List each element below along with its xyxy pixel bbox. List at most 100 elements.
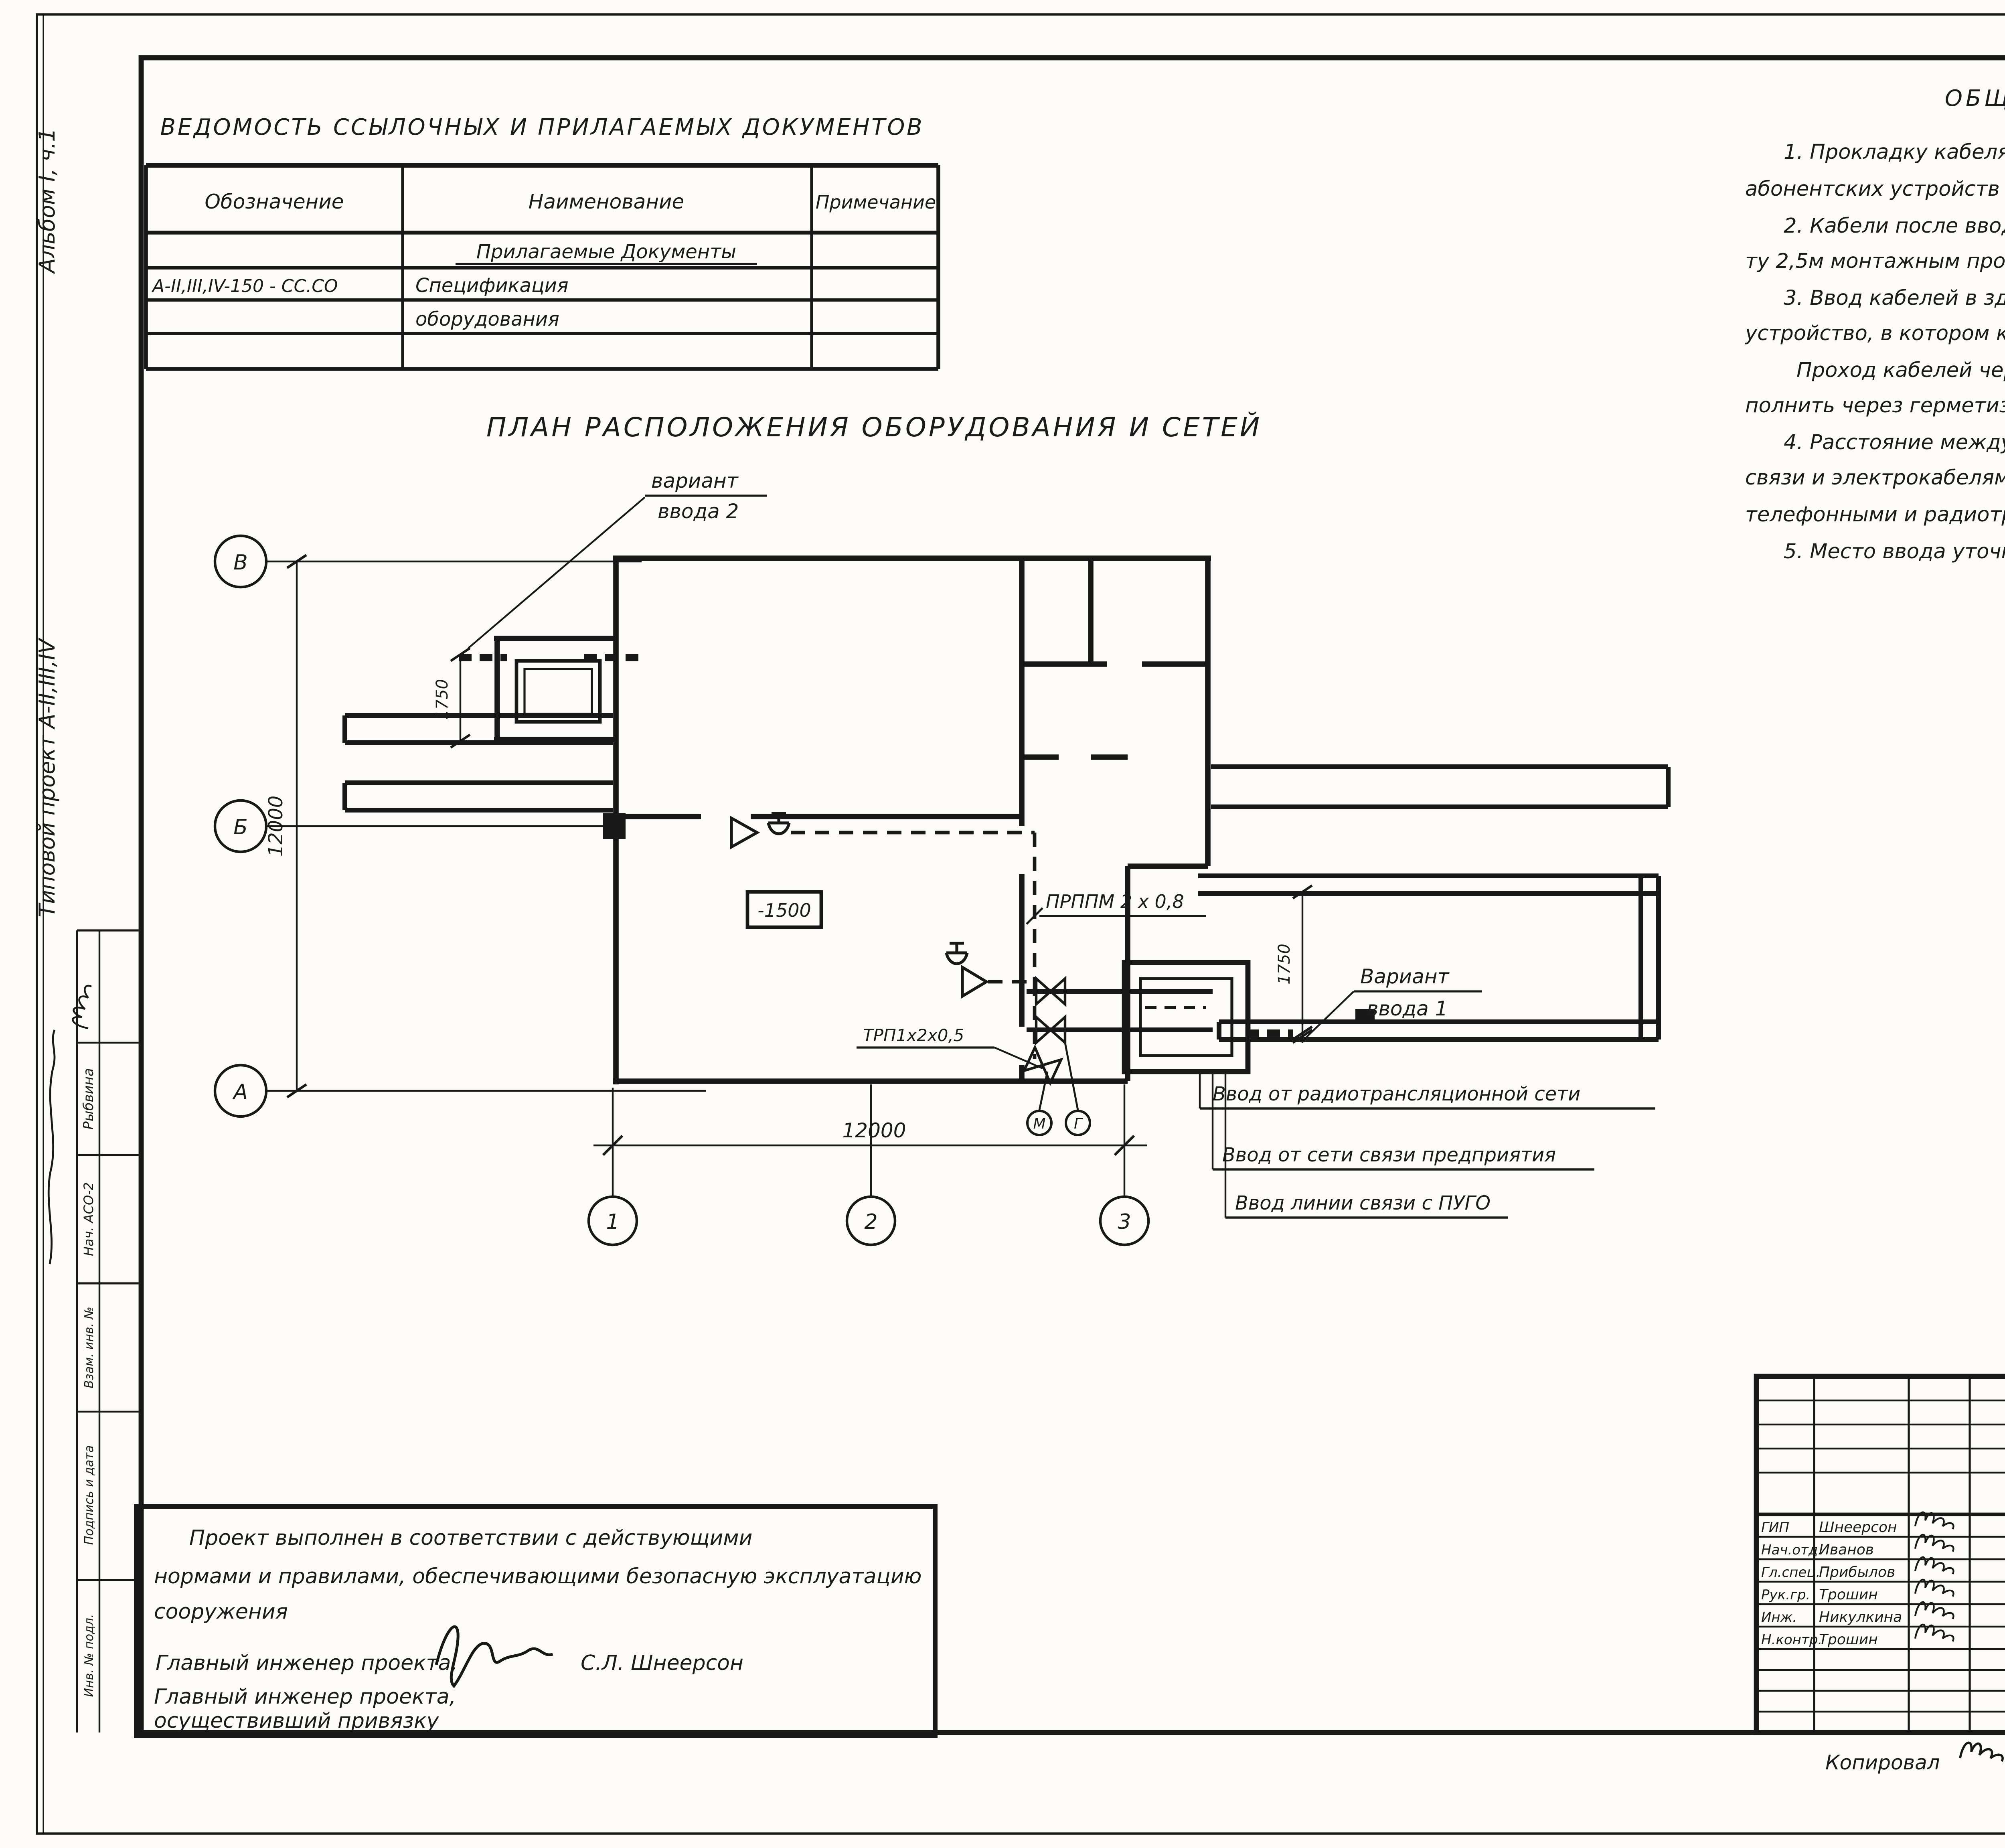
margin-handwritten-note (47, 1029, 56, 1264)
dim-12000-horizontal: 12000 (842, 1119, 906, 1142)
note-line-4: ту 2,5м монтажным профилем. (1745, 249, 2005, 273)
statement-sign2-role: Главный инженер проекта, (154, 1685, 456, 1709)
column-bubbles: 1 2 3 (587, 1195, 1150, 1246)
cable-entry-box (1122, 960, 1251, 1074)
signer-role-4: Инж. (1761, 1609, 1797, 1625)
signer-name-1: Иванов (1819, 1542, 1874, 1558)
title-block-grid (1756, 1376, 2005, 1732)
entry2-dimension: 1750 (433, 647, 471, 749)
note-line-10: связи и электрокабелями должно быть не м… (1745, 466, 2005, 490)
general-notes: ОБЩИЕ УКАЗАНИЯ 1. Прокладку кабеля от от… (1744, 85, 2005, 563)
note-line-1: 1. Прокладку кабеля от ответвительной ко… (1784, 140, 2005, 164)
axis-label-a: А (232, 1080, 248, 1104)
signer-role-1: Нач.отд. (1761, 1542, 1822, 1558)
ref-documents-table: ВЕДОМОСТЬ ССЫЛОЧНЫХ И ПРИЛАГАЕМЫХ ДОКУМЕ… (144, 114, 940, 371)
ref-col-note: Примечание (816, 191, 936, 213)
ref-col-designation: Обозначение (205, 190, 344, 213)
entry1-dimension: 1750 (1275, 884, 1313, 1044)
signer-name-0: Шнеерсон (1819, 1519, 1897, 1536)
device-g-label: Г (1074, 1116, 1083, 1132)
left-margin: Альбом I, ч.1 Типовой проект А-II,III,IV… (34, 128, 141, 1732)
statement-sign1-role: Главный инженер проекта, (156, 1651, 458, 1675)
vertical-dimension: 12000 (265, 554, 307, 1098)
margin-project-label: Типовой проект А-II,III,IV (34, 637, 60, 917)
statement-sign2-role2: осуществивший привязку (154, 1709, 439, 1733)
axis-bubble-v (213, 534, 268, 589)
cable-tel-label: ТРП1х2х0,5 (863, 1025, 964, 1045)
signer-role-5: Н.контр. (1761, 1632, 1822, 1648)
sheet-footer: Копировал 1281-01 75 Формат А2 (1825, 1741, 2005, 1774)
signer-role-0: ГИП (1761, 1520, 1789, 1536)
lead-label-radio: Ввод от радиотрансляционной сети (1213, 1083, 1580, 1105)
ref-table-title: ВЕДОМОСТЬ ССЫЛОЧНЫХ И ПРИЛАГАЕМЫХ ДОКУМЕ… (160, 114, 924, 140)
microphone-device-icon (1026, 1110, 1053, 1136)
column-bubble-2 (845, 1195, 897, 1246)
device-circles: М Г (1026, 1042, 1091, 1136)
building-walls (603, 555, 1211, 1084)
statement-line-2: нормами и правилами, обеспечивающими без… (154, 1564, 921, 1589)
margin-album-label: Альбом I, ч.1 (34, 128, 60, 274)
signer-name-2: Прибылов (1819, 1564, 1895, 1581)
axis-b-pilaster (603, 813, 626, 839)
cable-labels: ПРППМ 2 х 0,8 ТРП1х2х0,5 (857, 891, 1206, 1070)
plan-title: ПЛАН РАСПОЛОЖЕНИЯ ОБОРУДОВАНИЯ И СЕТЕЙ (486, 411, 1262, 443)
axis-label-v: В (233, 551, 248, 575)
ref-row-spec-designation: А-II,III,IV-150 - СС.СО (151, 276, 338, 296)
notes-title: ОБЩИЕ УКАЗАНИЯ (1945, 85, 2005, 111)
axis-bubble-a (213, 1064, 268, 1118)
entry2-label-line1: вариант (651, 469, 739, 492)
left-wall-stubs (342, 713, 613, 813)
loudspeaker-icon-1 (730, 812, 791, 850)
entry2-label-line2: ввода 2 (658, 500, 739, 523)
right-wings (1198, 764, 1671, 1042)
lead-label-enterprise: Ввод от сети связи предприятия (1222, 1144, 1556, 1166)
column-bubble-1 (587, 1195, 638, 1246)
connector-icon (1021, 1044, 1064, 1086)
level-mark-value: -1500 (757, 900, 811, 921)
level-mark: -1500 (745, 890, 823, 929)
device-m-label: М (1033, 1116, 1045, 1132)
signer-name-3: Трошин (1819, 1587, 1878, 1603)
note-line-6: устройство, в котором кабели прокладываю… (1744, 321, 2005, 345)
axis-label-b: Б (233, 815, 248, 839)
margin-stamp-label-podpis: Подпись и дата (82, 1445, 96, 1545)
dim-1750-entry2: 1750 (433, 679, 452, 720)
entry1-label-line2: ввода 1 (1367, 997, 1448, 1020)
statement-box: Проект выполнен в соответствии с действу… (134, 1504, 938, 1738)
note-line-3: 2. Кабели после ввода в здание убежища з… (1784, 214, 2005, 238)
entry1-label-line1: Вариант (1360, 965, 1450, 988)
ref-row-spec-name2: оборудования (415, 308, 559, 330)
ref-table-grid (144, 163, 940, 371)
sheet-border (36, 13, 2005, 1835)
entry-variant-2: вариант ввода 2 1750 (433, 469, 767, 749)
dim-1750-entry1: 1750 (1275, 944, 1294, 985)
statement-line-1: Проект выполнен в соответствии с действу… (189, 1526, 752, 1550)
signer-name-4: Никулкина (1819, 1609, 1902, 1625)
margin-approver-role: Нач. АСО-2 (81, 1182, 96, 1256)
axis-bubble-b (213, 799, 268, 853)
note-line-5: 3. Ввод кабелей в здание выполнить через… (1784, 286, 2005, 310)
stamp-signers: ГИП Шнеерсон Нач.отд. Иванов Гл.спец. Пр… (1761, 1512, 1953, 1648)
statement-line-3: сооружения (154, 1600, 288, 1624)
note-line-7: Проход кабелей через стену проектируемог… (1796, 358, 2005, 382)
drawing-frame (138, 55, 2005, 1735)
cable-radio-label: ПРППМ 2 х 0,8 (1046, 891, 1184, 912)
signer-role-2: Гл.спец. (1761, 1564, 1820, 1581)
note-line-12: 5. Место ввода уточняется при привязке п… (1784, 539, 2005, 563)
margin-stamp-label-vzam: Взам. инв. № (82, 1307, 96, 1388)
signer-role-3: Рук.гр. (1761, 1587, 1810, 1603)
annex-room (494, 636, 616, 743)
margin-stamp-grid (76, 929, 141, 1732)
ref-col-name: Наименование (529, 190, 685, 213)
speaker-device-icon (1065, 1110, 1091, 1136)
statement-sign1-name: С.Л. Шнеерсон (581, 1651, 743, 1675)
copied-label: Копировал (1825, 1751, 1940, 1774)
note-line-11: телефонными и радиотрансляционными - не … (1745, 503, 2005, 527)
connector-icon (1035, 1014, 1067, 1046)
title-block: привязан А-II,III,IV-150-296м. 85 СС Соо… (1754, 1374, 2005, 1735)
cable-runs (459, 654, 1313, 1059)
note-line-9: 4. Расстояние между параллельно проклады… (1784, 430, 2005, 454)
ref-row-attached-docs: Прилагаемые Документы (476, 241, 736, 263)
note-line-2: абонентских устройств производить открыт… (1745, 177, 2005, 201)
